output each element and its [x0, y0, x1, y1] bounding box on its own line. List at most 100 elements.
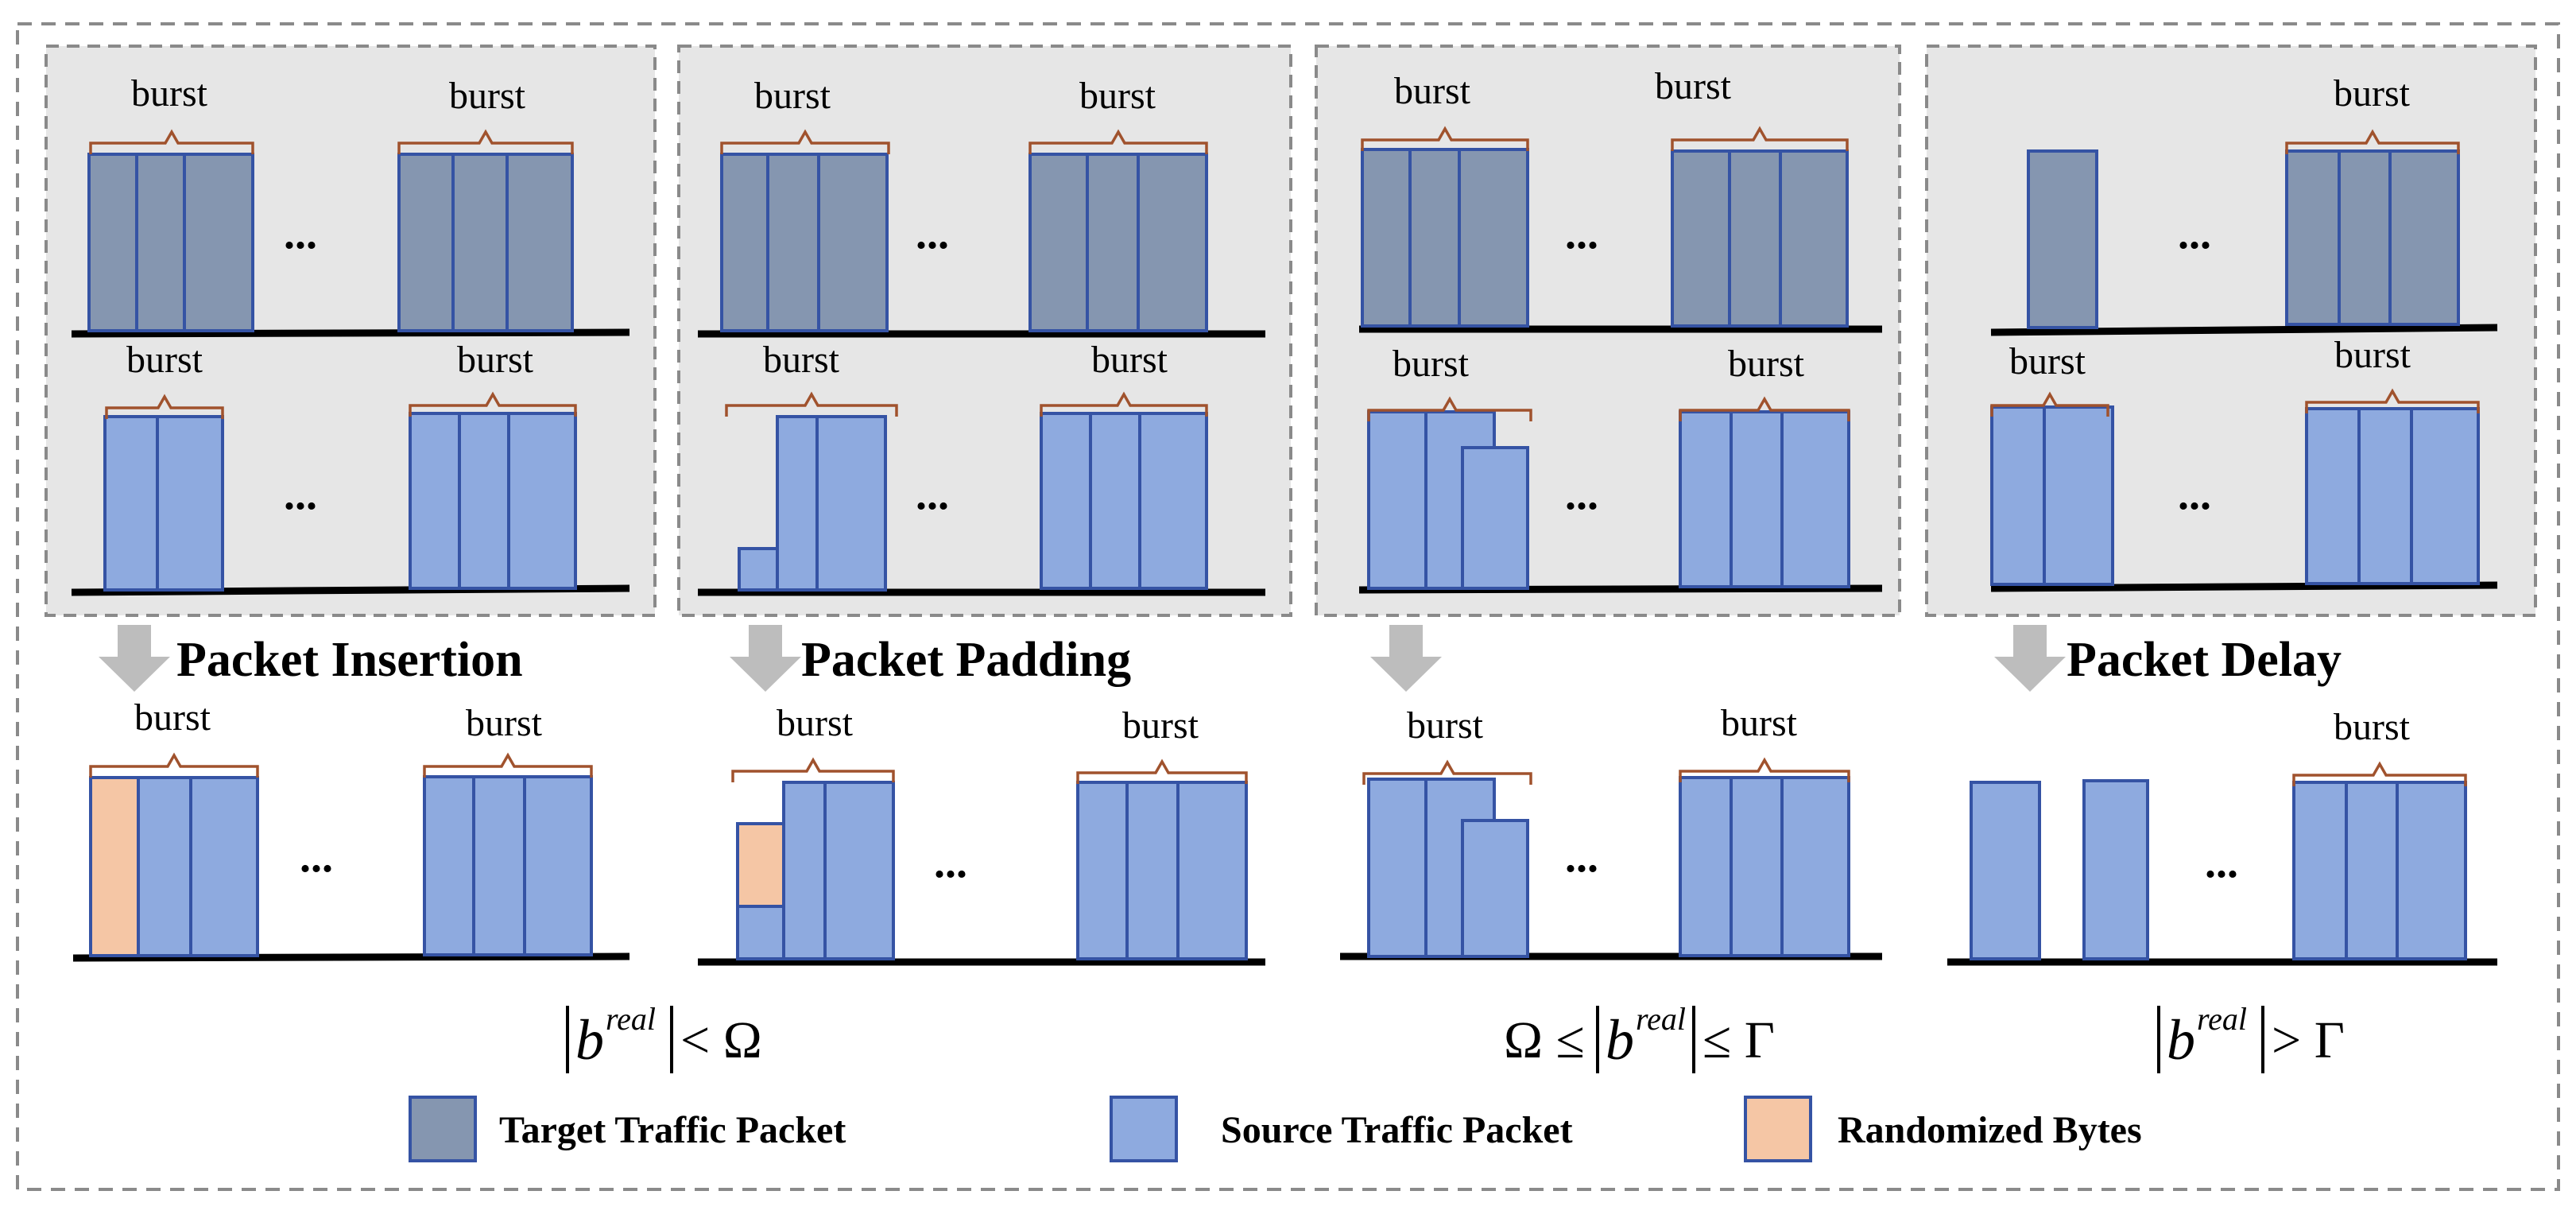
source-packet [409, 412, 461, 590]
source-packet [736, 905, 785, 960]
source-packet [2396, 781, 2467, 960]
burst-label: burst [1079, 75, 1156, 117]
burst-label: burst [754, 75, 831, 117]
burst-label: burst [134, 696, 211, 739]
target-packet [2388, 149, 2460, 326]
legend-swatch-source [1110, 1096, 1178, 1162]
target-packet [1028, 153, 1089, 332]
source-packet [1730, 776, 1784, 957]
burst-brace [89, 129, 254, 154]
burst-brace [1367, 396, 1532, 421]
condition-b: b [575, 1008, 604, 1072]
target-packet [1728, 149, 1782, 328]
condition-insertion: b real < Ω [566, 1001, 762, 1073]
condition-sup: real [1636, 1001, 1686, 1037]
source-packet [1138, 412, 1208, 590]
condition-rel: < Ω [680, 1011, 762, 1069]
source-packet [103, 415, 159, 592]
down-arrows [99, 625, 2066, 692]
legend: Target Traffic Packet Source Traffic Pac… [409, 1096, 2142, 1162]
burst-brace [105, 394, 224, 419]
burst-brace [1671, 126, 1849, 151]
burst-brace [725, 391, 898, 417]
burst-label: burst [1394, 70, 1471, 112]
ellipsis: ... [1565, 209, 1598, 258]
source-packet [1780, 410, 1850, 588]
burst-label: burst [1393, 343, 1470, 385]
source-packet [1461, 819, 1529, 958]
source-packet [2357, 407, 2413, 585]
legend-label-randomized: Randomized Bytes [1838, 1109, 2142, 1151]
condition-sup: real [2197, 1001, 2247, 1037]
ellipsis: ... [2205, 838, 2238, 887]
source-packet [2043, 405, 2114, 586]
source-packet [458, 412, 510, 590]
source-packet [1176, 781, 1248, 960]
source-packet [1076, 781, 1129, 960]
source-packet [1679, 410, 1733, 588]
condition-b: b [2167, 1008, 2195, 1072]
source-packet [1461, 446, 1529, 590]
target-packet [817, 153, 889, 332]
burst-label: burst [131, 72, 208, 114]
target-packet [1779, 149, 1849, 328]
target-packet [87, 153, 138, 332]
source-packet [1367, 778, 1427, 958]
burst-label: burst [2009, 340, 2086, 382]
source-packet [738, 547, 779, 592]
randomized-bytes-block [89, 776, 140, 957]
source-packet [2410, 407, 2480, 585]
burst-label: burst [2334, 72, 2411, 114]
burst-label: burst [777, 702, 854, 744]
target-packet [1408, 148, 1461, 328]
source-packet [1367, 410, 1427, 590]
condition-rel: > Γ [2272, 1011, 2345, 1069]
burst-brace [731, 757, 895, 782]
ellipsis: ... [934, 838, 967, 887]
op-label-delay: Packet Delay [2067, 633, 2342, 687]
condition-pre: Ω ≤ [1504, 1011, 1585, 1069]
source-packet [1780, 776, 1850, 957]
ellipsis: ... [300, 832, 333, 882]
target-packet [506, 153, 574, 332]
burst-brace [1679, 396, 1850, 421]
burst-brace [720, 129, 890, 154]
source-packet [1040, 412, 1092, 590]
ellipsis: ... [2178, 470, 2211, 519]
legend-swatch-randomized [1744, 1096, 1812, 1162]
target-packet [2027, 149, 2098, 329]
burst-brace [1028, 129, 1208, 154]
source-packet [782, 781, 827, 960]
op-label-insertion: Packet Insertion [176, 633, 523, 687]
burst-brace [2285, 129, 2460, 154]
target-packet [1086, 153, 1140, 332]
source-packet [523, 775, 593, 956]
burst-brace [2305, 388, 2480, 413]
burst-label: burst [1655, 65, 1732, 107]
down-arrow-icon [730, 625, 801, 692]
outer-frame [16, 22, 2560, 1191]
source-packet [472, 775, 526, 956]
ellipsis: ... [916, 209, 949, 258]
source-packet [1125, 781, 1180, 960]
burst-label: burst [126, 339, 203, 381]
source-packet [2082, 779, 2149, 960]
condition-delay: b real > Γ [2157, 1001, 2345, 1073]
target-packet [397, 153, 455, 332]
target-packet [1361, 148, 1412, 328]
source-packet [1970, 781, 2041, 960]
target-packet [1671, 149, 1731, 328]
ellipsis: ... [1565, 832, 1598, 882]
source-packet [2345, 781, 2399, 960]
burst-label: burst [1122, 704, 1199, 747]
burst-label: burst [2334, 706, 2411, 748]
target-packet [135, 153, 186, 332]
ellipsis: ... [284, 470, 317, 519]
down-arrow-icon [99, 625, 170, 692]
burst-braces [89, 126, 2480, 786]
packets [87, 148, 2480, 960]
condition-sup: real [606, 1001, 656, 1037]
burst-label: burst [763, 339, 840, 381]
burst-label: burst [1721, 702, 1798, 744]
